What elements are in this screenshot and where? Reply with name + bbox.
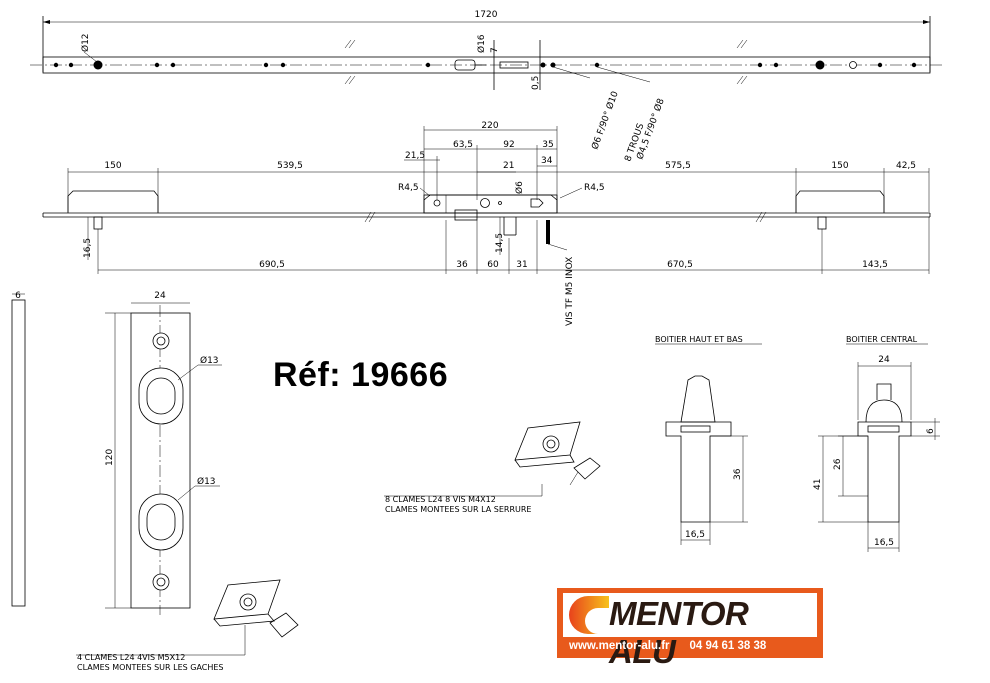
slot-diameter-top-label: Ø13 — [200, 355, 219, 366]
strike-plate: 6 24 120 Ø13 Ø13 — [11, 291, 222, 615]
hole-d6-label: Ø6 — [514, 181, 525, 194]
logo-contact: www.mentor-alu.fr 04 94 61 38 38 — [569, 640, 766, 652]
housing-central-top-width-label: 24 — [878, 355, 890, 365]
logo-box: MENTOR ALU — [563, 593, 817, 670]
dim-21-label: 21 — [503, 161, 514, 171]
tapped-holes-label: Ø6 F/90° Ø10 — [589, 89, 620, 151]
logo-swoosh-icon — [569, 596, 619, 634]
height-16-5-label: 16,5 — [83, 238, 93, 258]
side-view: 220 63,5 92 35 21,5 21 34 150 539,5 575,… — [42, 121, 931, 326]
clamps-strike-line1: 4 CLAMES L24 4VIS M5X12 — [77, 653, 185, 662]
span-left-label: 539,5 — [277, 161, 303, 171]
end-right-label: 42,5 — [896, 161, 916, 171]
bottom-end-label: 143,5 — [862, 260, 888, 270]
span-right-label: 575,5 — [665, 161, 691, 171]
logo-phone: 04 94 61 38 38 — [689, 640, 767, 652]
housing-central-dim26-label: 26 — [833, 458, 843, 470]
dim-92-label: 92 — [503, 140, 514, 150]
clamps-strike: 4 CLAMES L24 4VIS M5X12 CLAMES MONTEES S… — [76, 579, 299, 672]
screw-label: VIS TF M5 INOX — [565, 257, 575, 326]
slot-diameter-bottom-label: Ø13 — [197, 476, 216, 487]
overall-length-label: 1720 — [475, 10, 498, 20]
reference-label: Réf: 19666 — [273, 356, 449, 394]
bottom-31-label: 31 — [516, 260, 527, 270]
strike-right-label: 150 — [831, 161, 848, 171]
logo-name: MENTOR ALU — [609, 595, 749, 670]
plate-thickness-label: 6 — [15, 291, 21, 301]
housing-central-dim41-label: 41 — [813, 479, 823, 490]
mentor-alu-logo: MENTOR ALU www.mentor-alu.fr 04 94 61 38 … — [557, 588, 823, 670]
clamps-lock: 8 CLAMES L24 8 VIS M4X12 CLAMES MONTEES … — [384, 421, 601, 514]
clamps-strike-line2: CLAMES MONTEES SUR LES GACHES — [77, 663, 224, 672]
strike-left-label: 150 — [104, 161, 121, 171]
dim-21-5-label: 21,5 — [405, 151, 425, 161]
clamps-lock-line2: CLAMES MONTEES SUR LA SERRURE — [385, 505, 532, 514]
housing-central-title: BOITIER CENTRAL — [846, 335, 918, 344]
hole-diameter-label: Ø12 — [80, 33, 91, 52]
housing-central: BOITIER CENTRAL 24 6 26 41 16,5 — [813, 335, 940, 552]
top-view: 1720 — [30, 10, 942, 163]
dim-35-label: 35 — [542, 140, 553, 150]
height-14-5-label: 14,5 — [495, 233, 505, 253]
bar-holes — [53, 60, 917, 70]
dim-34-label: 34 — [541, 156, 553, 166]
lock-width-label: 220 — [481, 121, 498, 131]
dim-63-5-label: 63,5 — [453, 140, 473, 150]
housing-top-bottom: BOITIER HAUT ET BAS 36 16,5 — [655, 335, 762, 545]
offset-side-label: 0,5 — [531, 76, 541, 90]
plate-height-label: 120 — [105, 449, 115, 466]
radius-right-label: R4,5 — [584, 183, 605, 193]
clamps-lock-line1: 8 CLAMES L24 8 VIS M4X12 — [385, 495, 496, 504]
bottom-left-label: 690,5 — [259, 260, 285, 270]
housing-tb-height-label: 36 — [733, 468, 743, 480]
logo-website: www.mentor-alu.fr — [569, 640, 670, 652]
housing-central-width-label: 16,5 — [874, 538, 894, 548]
end-diameter-label: Ø16 — [476, 34, 487, 53]
bottom-right-label: 670,5 — [667, 260, 693, 270]
housing-top-bottom-title: BOITIER HAUT ET BAS — [655, 335, 743, 344]
radius-left-label: R4,5 — [398, 183, 419, 193]
housing-tb-width-label: 16,5 — [685, 530, 705, 540]
bottom-60-label: 60 — [487, 260, 499, 270]
housing-central-dim6-label: 6 — [926, 428, 936, 434]
offset-top-label: 7 — [490, 47, 500, 53]
bottom-36-label: 36 — [456, 260, 468, 270]
plate-width-label: 24 — [154, 291, 166, 301]
